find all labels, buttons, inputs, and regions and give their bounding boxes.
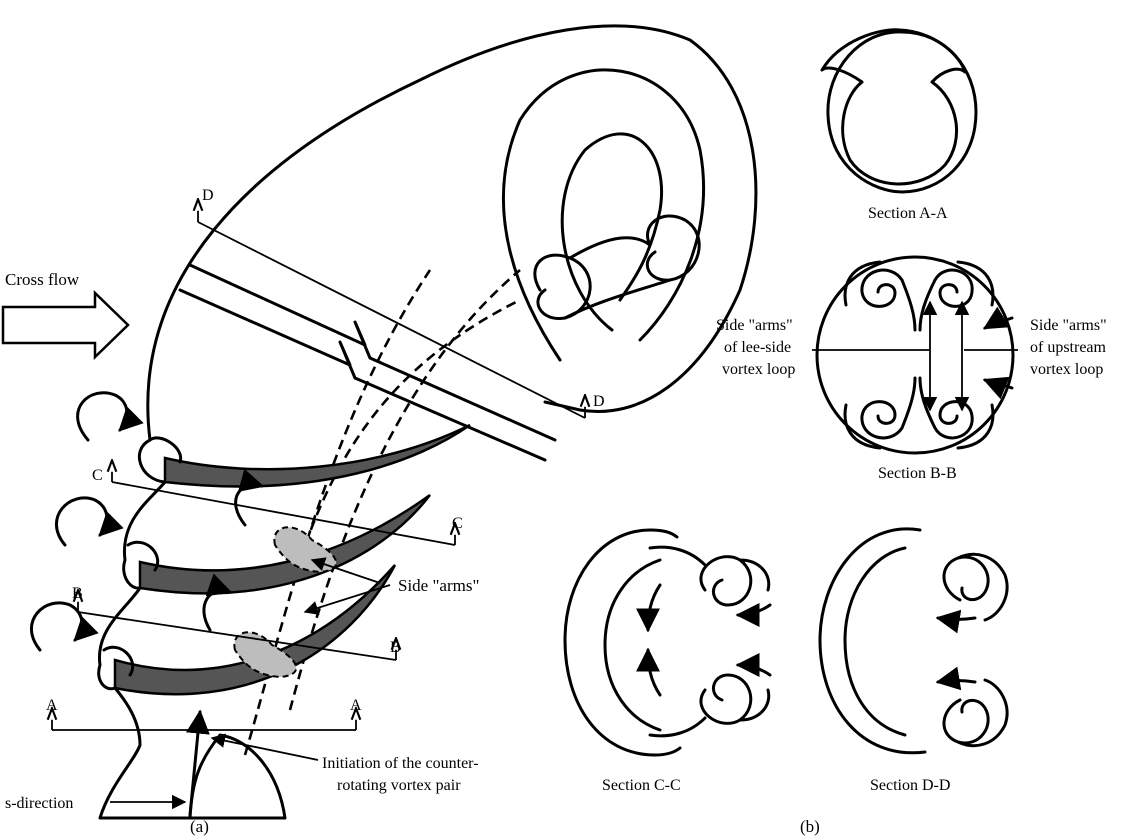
dashed-upstream-3 — [300, 300, 520, 560]
curl-arrow-b — [56, 498, 107, 545]
vortex-tube-c — [165, 425, 470, 486]
left-arms-line3: vortex loop — [722, 361, 795, 378]
jet-outer-boundary — [148, 26, 756, 440]
section-label-d-left: D — [202, 187, 214, 204]
section-cc-label: Section C-C — [602, 777, 681, 794]
panel-b: Section A-A Side "arms" of lee-side vort… — [565, 30, 1107, 836]
section-label-c-left: C — [92, 467, 103, 484]
cross-flow-label: Cross flow — [5, 270, 80, 289]
section-label-c-right: C — [452, 515, 463, 532]
section-aa-label: Section A-A — [868, 205, 948, 222]
side-arms-leader-lower — [305, 585, 390, 612]
section-dd-label: Section D-D — [870, 777, 950, 794]
section-bb-label: Section B-B — [878, 465, 957, 482]
initiation-label-line1: Initiation of the counter- — [322, 755, 479, 772]
left-arms-line2: of lee-side — [724, 339, 791, 356]
right-arms-line3: vortex loop — [1030, 361, 1103, 378]
cross-flow-arrow-icon — [3, 293, 128, 357]
panel-a-label: (a) — [190, 817, 209, 836]
section-bb-spirals — [845, 262, 993, 448]
right-arms-line1: Side "arms" — [1030, 317, 1107, 334]
spiral-bb-br — [920, 378, 972, 438]
side-arms-label: Side "arms" — [398, 576, 479, 595]
section-dd-outline — [820, 529, 925, 753]
left-arms-line1: Side "arms" — [716, 317, 793, 334]
cc-arrow-upper — [648, 585, 660, 630]
section-line-d — [198, 222, 585, 418]
curl-arrow-a — [31, 603, 82, 650]
panel-b-label: (b) — [800, 817, 820, 836]
section-label-a-right: A — [350, 697, 362, 714]
panel-a: Cross flow D D C C B B A A Side "arms" I… — [3, 26, 756, 836]
section-label-d-right: D — [593, 393, 605, 410]
right-arms-line2: of upstream — [1030, 339, 1107, 356]
section-label-b-right: B — [390, 639, 401, 656]
spiral-bb-tl — [862, 270, 915, 330]
spiral-dd-top — [944, 554, 1007, 620]
cc-arrow-right-lower — [738, 665, 770, 675]
section-label-a-left: A — [46, 697, 58, 714]
spiral-cc-top — [650, 547, 769, 605]
cut-plane-lower — [180, 290, 545, 460]
dd-arrow-lower — [938, 681, 975, 683]
spiral-cc-bottom — [650, 675, 769, 736]
s-direction-arrow — [190, 712, 200, 815]
section-cc-inner-arc — [605, 560, 660, 730]
spiral-dd-bottom — [944, 680, 1007, 746]
spiral-bb-bl — [862, 378, 915, 438]
initiation-leader — [212, 738, 318, 760]
section-dd-inner — [845, 548, 905, 735]
cc-arrow-lower — [648, 650, 660, 695]
cc-arrow-right-upper — [738, 605, 770, 615]
initiation-label-line2: rotating vortex pair — [337, 777, 461, 794]
curl-arrow-c — [78, 393, 127, 440]
spiral-bb-tr — [920, 270, 972, 330]
dd-arrow-upper — [938, 618, 975, 620]
cut-plane-upper — [190, 265, 555, 440]
curl-arrow-mid-2 — [204, 591, 230, 630]
section-label-b-left: B — [72, 585, 83, 602]
section-cc-outline — [565, 530, 680, 755]
s-direction-label: s-direction — [5, 795, 73, 812]
